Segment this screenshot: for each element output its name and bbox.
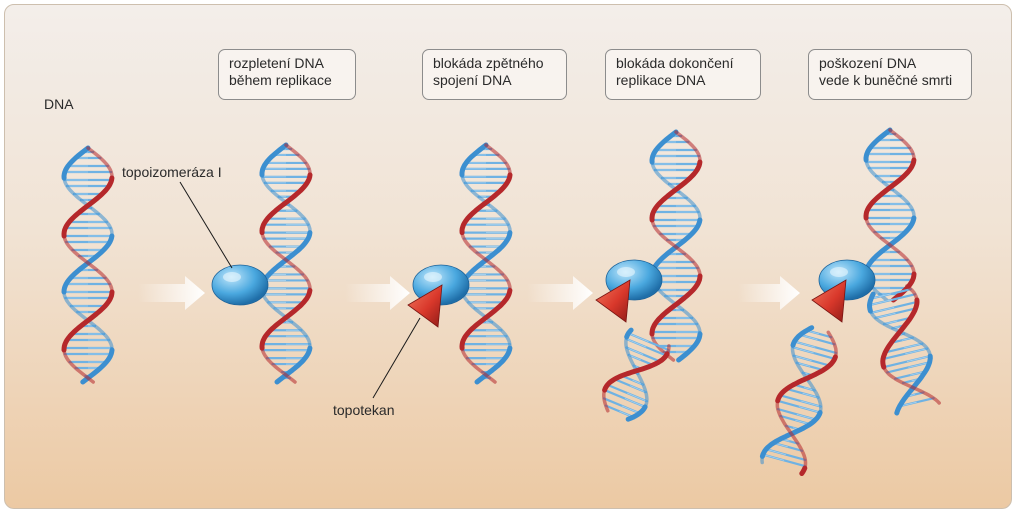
dna-helix-2-blue-strand bbox=[259, 142, 313, 385]
dna-helix-4-upper bbox=[649, 129, 703, 363]
step-2-caption: blokáda zpětného spojení DNA bbox=[422, 49, 567, 100]
dna-helix-5-lower-red-strand bbox=[880, 284, 941, 405]
dna-helix-5-fragment bbox=[759, 325, 838, 476]
dna-helix-3-red-strand bbox=[459, 143, 513, 384]
dna-helix-5-fragment-red-strand bbox=[775, 330, 838, 476]
process-arrows bbox=[138, 276, 800, 310]
topotecan-drug-2 bbox=[595, 279, 631, 323]
dna-helix-4-lower bbox=[602, 327, 671, 422]
dna-helices bbox=[61, 127, 941, 476]
topoisomerase-enzyme-1 bbox=[211, 264, 269, 306]
dna-helix-1 bbox=[61, 145, 115, 385]
step-4-caption: poškození DNA vede k buněčné smrti bbox=[808, 49, 972, 100]
dna-helix-1-blue-strand bbox=[61, 145, 115, 385]
topoisomerase-leader-line bbox=[179, 181, 233, 269]
dna-helix-2-base-pairs bbox=[260, 147, 312, 380]
process-arrow-3 bbox=[527, 276, 593, 310]
process-arrow-1 bbox=[138, 276, 205, 310]
topotecan-label: topotekan bbox=[333, 402, 395, 418]
dna-helix-4-lower-red-strand bbox=[602, 344, 671, 413]
process-arrow-2 bbox=[345, 276, 410, 310]
dna-helix-2-red-strand bbox=[259, 143, 313, 384]
dna-helix-4-lower-blue-strand bbox=[624, 327, 649, 422]
dna-helix-3-blue-strand bbox=[459, 142, 513, 385]
proteins bbox=[211, 259, 876, 328]
process-arrow-4 bbox=[738, 276, 800, 310]
dna-helix-3 bbox=[459, 142, 513, 385]
dna-helix-1-red-strand bbox=[61, 146, 115, 384]
topotecan-leader-line bbox=[372, 317, 421, 399]
dna-helix-5-lower-base-pairs bbox=[868, 288, 935, 408]
dna-helix-4-lower-base-pairs bbox=[602, 332, 670, 419]
dna-helix-5-upper-base-pairs bbox=[864, 132, 916, 296]
dna-helix-2 bbox=[259, 142, 313, 385]
dna-helix-4-upper-base-pairs bbox=[650, 134, 702, 354]
step-1-caption: rozpletení DNA během replikace bbox=[218, 49, 356, 100]
dna-helix-5-lower bbox=[867, 284, 941, 416]
topotecan-drug-1 bbox=[407, 284, 443, 328]
dna-helix-4-upper-red-strand bbox=[649, 130, 703, 362]
dna-helix-5-fragment-base-pairs bbox=[761, 329, 838, 468]
leader-lines bbox=[179, 181, 421, 399]
dna-helix-3-base-pairs bbox=[460, 147, 512, 380]
dna-helix-1-base-pairs bbox=[62, 150, 114, 378]
topotecan-drug-3 bbox=[811, 279, 847, 323]
topoisomerase-label: topoizomeráza I bbox=[122, 164, 222, 180]
dna-label: DNA bbox=[44, 96, 74, 112]
step-3-caption: blokáda dokončení replikace DNA bbox=[605, 49, 761, 100]
